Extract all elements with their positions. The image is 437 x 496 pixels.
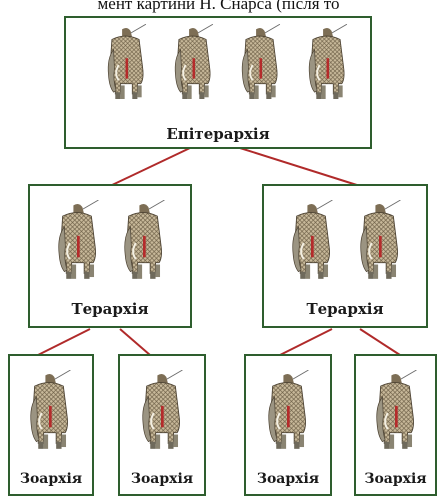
war-elephant-icon [30,370,71,449]
zoarchy-box-1: Зоархія [8,354,94,496]
zoarchy-box-4: Зоархія [354,354,437,496]
connector-tet-right-to-zoa-4 [359,328,401,356]
connector-tet-right-to-zoa-3 [279,328,333,356]
war-elephant-icon [124,200,165,279]
war-elephant-icon [241,24,281,99]
tetrarchy-box-left: Терархія [28,184,192,328]
epitarchy-label: Епітерархія [166,125,270,143]
tetrarchy-box-right: Терархія [262,184,428,328]
zoarchy-1-label: Зоархія [19,471,83,487]
war-elephant-icon [308,24,348,99]
war-elephant-icon [174,24,214,99]
war-elephant-icon [292,200,333,279]
connector-tet-left-to-zoa-1 [37,328,91,356]
caption-fragment: мент картини Н. Снарса (після то [97,0,340,13]
war-elephant-icon [360,200,401,279]
war-elephant-icon [107,24,147,99]
connector-epi-to-tet-left [109,147,191,187]
war-elephant-icon [142,370,183,449]
zoarchy-box-3: Зоархія [244,354,332,496]
connector-tet-left-to-zoa-2 [119,328,151,356]
zoarchy-3-label: Зоархія [256,471,320,487]
war-elephant-icon [58,200,99,279]
tetrarchy-left-label: Терархія [71,300,149,318]
epitarchy-box: Епітерархія [64,16,372,149]
zoarchy-2-label: Зоархія [130,471,194,487]
war-elephant-icon [268,370,309,449]
tetrarchy-right-label: Терархія [306,300,384,318]
connector-epi-to-tet-right [239,147,361,187]
zoarchy-box-2: Зоархія [118,354,206,496]
war-elephant-icon [376,370,417,449]
zoarchy-4-label: Зоархія [364,471,427,487]
